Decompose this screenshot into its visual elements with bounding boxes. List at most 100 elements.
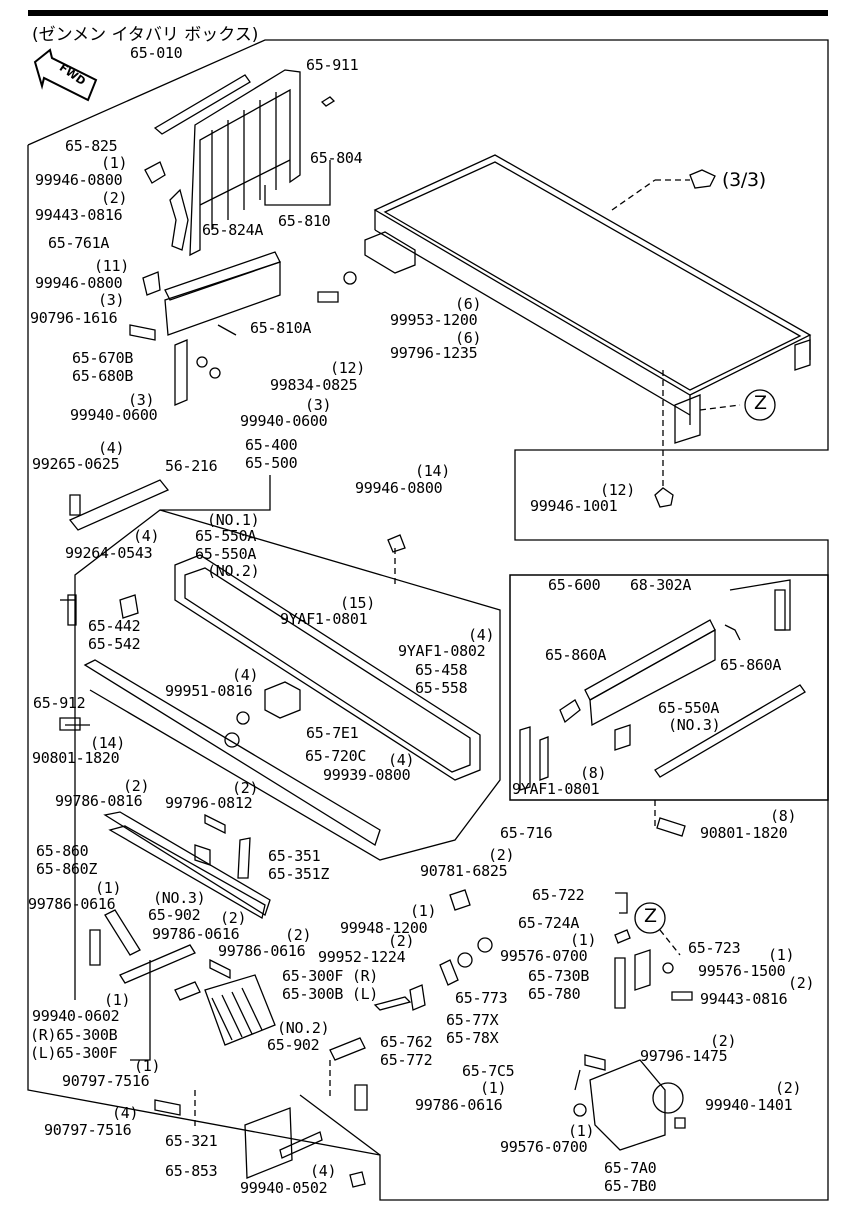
- part-label[interactable]: 65-670B: [72, 349, 134, 367]
- part-label[interactable]: 99796-1475: [640, 1047, 728, 1065]
- part-label[interactable]: 65-860: [36, 842, 89, 860]
- qty-label: (1): [134, 1057, 161, 1075]
- part-label[interactable]: 99940-1401: [705, 1096, 793, 1114]
- zone-z-label-b: Z: [644, 905, 657, 927]
- part-label[interactable]: 90781-6825: [420, 862, 508, 880]
- part-label[interactable]: 99940-0600: [70, 406, 158, 424]
- part-label[interactable]: 99796-1235: [390, 344, 478, 362]
- part-label[interactable]: 65-860A: [545, 646, 607, 664]
- part-label[interactable]: 65-550A: [195, 527, 257, 545]
- part-label[interactable]: 99576-0700: [500, 947, 588, 965]
- part-label[interactable]: 99946-1001: [530, 497, 618, 515]
- part-label[interactable]: 65-458: [415, 661, 468, 679]
- part-label[interactable]: 65-400: [245, 436, 298, 454]
- part-label[interactable]: 99576-1500: [698, 962, 786, 980]
- part-label[interactable]: 65-911: [306, 56, 359, 74]
- part-label[interactable]: 65-724A: [518, 914, 580, 932]
- part-label[interactable]: 65-716: [500, 824, 553, 842]
- part-label[interactable]: (R)65-300B: [30, 1026, 118, 1044]
- part-label[interactable]: 99443-0816: [700, 990, 788, 1008]
- part-label[interactable]: 99834-0825: [270, 376, 358, 394]
- part-label[interactable]: 65-010: [130, 44, 183, 62]
- part-label[interactable]: 99443-0816: [35, 206, 123, 224]
- qty-label: (15): [340, 594, 375, 612]
- qty-label: (8): [770, 807, 797, 825]
- part-label[interactable]: 65-558: [415, 679, 468, 697]
- part-label[interactable]: 65-853: [165, 1162, 218, 1180]
- part-label[interactable]: 99786-0616: [152, 925, 240, 943]
- part-label[interactable]: 65-7A0: [604, 1159, 657, 1177]
- part-label[interactable]: 65-321: [165, 1132, 218, 1150]
- part-label[interactable]: 99939-0800: [323, 766, 411, 784]
- part-label[interactable]: 65-722: [532, 886, 585, 904]
- part-label[interactable]: 90797-7516: [62, 1072, 150, 1090]
- part-label[interactable]: 65-824A: [202, 221, 264, 239]
- part-label[interactable]: 99796-0812: [165, 794, 253, 812]
- part-label[interactable]: 65-902: [267, 1036, 320, 1054]
- part-label[interactable]: 65-351: [268, 847, 321, 865]
- part-label[interactable]: 99265-0625: [32, 455, 120, 473]
- part-label[interactable]: 99786-0816: [55, 792, 143, 810]
- part-label[interactable]: 65-351Z: [268, 865, 330, 883]
- part-label[interactable]: 99786-0616: [28, 895, 116, 913]
- part-label[interactable]: 65-761A: [48, 234, 110, 252]
- part-label[interactable]: 65-7C5: [462, 1062, 515, 1080]
- part-label[interactable]: 56-216: [165, 457, 218, 475]
- part-label[interactable]: 65-912: [33, 694, 86, 712]
- qty-label: (4): [98, 439, 125, 457]
- part-label[interactable]: (L)65-300F: [30, 1044, 118, 1062]
- part-label[interactable]: 99576-0700: [500, 1138, 588, 1156]
- part-label[interactable]: 9YAF1-0802: [398, 642, 486, 660]
- part-label[interactable]: 65-773: [455, 989, 508, 1007]
- part-label[interactable]: 99940-0600: [240, 412, 328, 430]
- page-ref-label[interactable]: (3/3): [722, 169, 766, 191]
- part-label[interactable]: 65-810A: [250, 319, 312, 337]
- part-label[interactable]: 99953-1200: [390, 311, 478, 329]
- part-label[interactable]: 99940-0602: [32, 1007, 120, 1025]
- part-label[interactable]: 65-550A: [195, 545, 257, 563]
- part-label[interactable]: 99946-0800: [35, 171, 123, 189]
- part-label[interactable]: 65-542: [88, 635, 141, 653]
- part-label[interactable]: 65-810: [278, 212, 331, 230]
- part-label[interactable]: 65-77X: [446, 1011, 499, 1029]
- part-label[interactable]: 99940-0502: [240, 1179, 328, 1197]
- part-label[interactable]: 65-550A: [658, 699, 720, 717]
- part-label[interactable]: 65-723: [688, 939, 741, 957]
- part-label[interactable]: 65-720C: [305, 747, 367, 765]
- part-label[interactable]: 9YAF1-0801: [512, 780, 600, 798]
- part-label[interactable]: 65-860Z: [36, 860, 98, 878]
- part-label[interactable]: 90796-1616: [30, 309, 118, 327]
- part-label[interactable]: 99264-0543: [65, 544, 153, 562]
- part-label[interactable]: 65-762: [380, 1033, 433, 1051]
- part-label[interactable]: 65-780: [528, 985, 581, 1003]
- part-label[interactable]: 65-902: [148, 906, 201, 924]
- part-label[interactable]: 99946-0800: [355, 479, 443, 497]
- part-label[interactable]: 68-302A: [630, 576, 692, 594]
- part-label[interactable]: 65-825: [65, 137, 118, 155]
- part-label[interactable]: 65-7B0: [604, 1177, 657, 1195]
- part-label[interactable]: 99786-0616: [218, 942, 306, 960]
- part-label[interactable]: 65-300F (R): [282, 967, 379, 985]
- part-label[interactable]: 65-730B: [528, 967, 590, 985]
- part-label[interactable]: 65-7E1: [306, 724, 359, 742]
- part-label[interactable]: 90801-1820: [32, 749, 120, 767]
- part-label[interactable]: 99951-0816: [165, 682, 253, 700]
- part-label[interactable]: 65-442: [88, 617, 141, 635]
- part-label[interactable]: 65-600: [548, 576, 601, 594]
- part-label[interactable]: 9YAF1-0801: [280, 610, 368, 628]
- part-label[interactable]: 65-772: [380, 1051, 433, 1069]
- part-label[interactable]: 65-500: [245, 454, 298, 472]
- part-label[interactable]: 99948-1200: [340, 919, 428, 937]
- qty-label: (3): [128, 391, 155, 409]
- part-label[interactable]: 90801-1820: [700, 824, 788, 842]
- part-label[interactable]: 65-300B (L): [282, 985, 379, 1003]
- part-label[interactable]: 65-860A: [720, 656, 782, 674]
- qty-label: (8): [580, 764, 607, 782]
- part-label[interactable]: 65-78X: [446, 1029, 499, 1047]
- part-label[interactable]: 99946-0800: [35, 274, 123, 292]
- part-label[interactable]: 99952-1224: [318, 948, 406, 966]
- part-label[interactable]: 65-680B: [72, 367, 134, 385]
- part-label[interactable]: 90797-7516: [44, 1121, 132, 1139]
- part-label[interactable]: 99786-0616: [415, 1096, 503, 1114]
- part-label[interactable]: 65-804: [310, 149, 363, 167]
